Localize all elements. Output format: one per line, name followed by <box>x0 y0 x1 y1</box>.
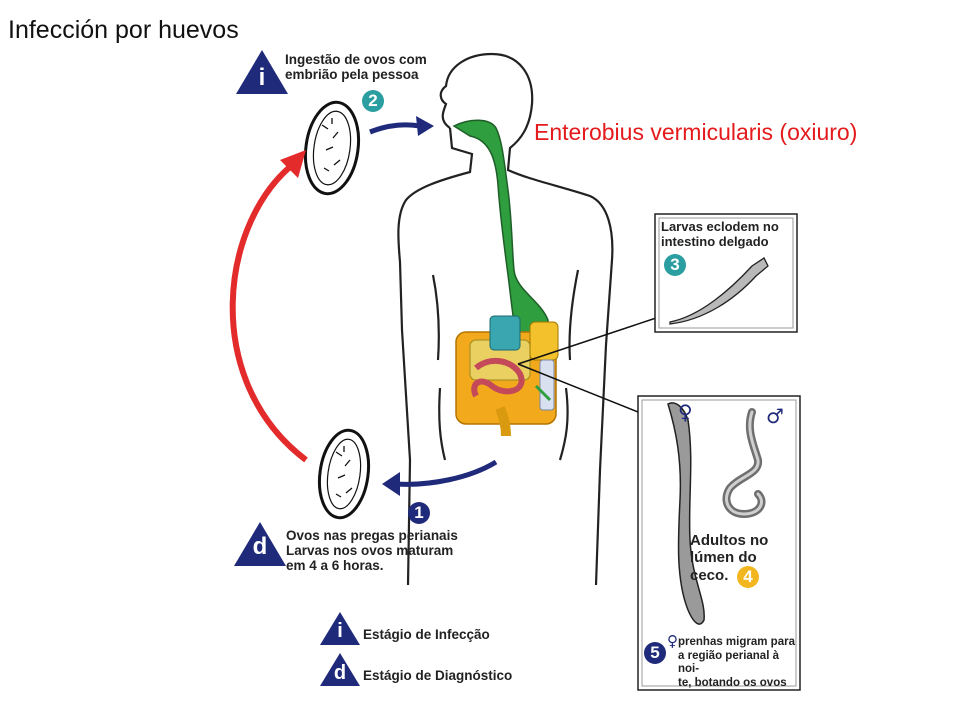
ingestion-arrow-head <box>416 116 434 136</box>
step-1-line-2: Larvas nos ovos maturam <box>286 543 454 559</box>
stage-letter-d: d <box>252 533 268 560</box>
legend-diagnostic-triangle <box>320 653 360 686</box>
step-3-line-1: Larvas eclodem no <box>661 219 779 234</box>
female-worm <box>667 402 705 625</box>
step-2-line-1: Ingestão de ovos com <box>285 52 427 67</box>
infection-stage-marker <box>236 50 288 94</box>
ingestion-arrow <box>369 122 421 135</box>
step-5-label: prenhas migram para a região perianal à … <box>678 636 798 690</box>
egg-perianal <box>317 428 371 520</box>
step-1-line-3: em 4 a 6 horas. <box>286 558 384 574</box>
step-5-line-1: prenhas migram para <box>678 636 795 648</box>
step-2-line-2: embrião pela pessoa <box>285 67 419 83</box>
step-4-badge: 4 <box>737 566 759 588</box>
step-2-badge: 2 <box>362 90 384 112</box>
slide-title: Infección por huevos <box>8 16 239 44</box>
larva-worm <box>669 257 769 325</box>
pointer-line-to-larvae-panel <box>517 317 657 365</box>
male-symbol: ♂ <box>766 404 784 428</box>
red-transmission-arrow <box>229 159 308 463</box>
step-4-line-2: lúmen do <box>690 549 757 567</box>
step-5-badge: 5 <box>644 642 666 664</box>
organism-title: Enterobius vermicularis (oxiuro) <box>534 119 858 145</box>
step-4-line-1: Adultos no <box>690 532 769 549</box>
esophagus-stomach <box>452 119 549 354</box>
step-5-line-2: a região perianal à noi- <box>678 649 779 676</box>
step-5-female-symbol: ♀ <box>667 632 678 650</box>
step-1-label: Ovos nas pregas perianais Larvas nos ovo… <box>286 528 506 573</box>
step-1-line-1: Ovos nas pregas perianais <box>286 528 458 543</box>
intestines <box>455 315 559 437</box>
step-4-line-3: ceco. <box>690 566 729 584</box>
legend-diagnostic-label: Estágio de Diagnóstico <box>363 668 513 683</box>
egg-ingested <box>303 100 361 196</box>
legend-letter-i: i <box>337 620 343 642</box>
deposition-arrow-head <box>382 472 400 496</box>
female-symbol: ♀ <box>678 400 693 424</box>
step-1-badge: 1 <box>408 502 430 524</box>
human-body-outline <box>397 52 614 586</box>
stage-letter-i: i <box>258 64 266 91</box>
legend-infection-label: Estágio de Infecção <box>363 627 490 642</box>
adults-panel <box>637 395 801 691</box>
digestive-tract <box>452 119 549 354</box>
step-2-label: Ingestão de ovos com embrião pela pessoa <box>285 52 475 82</box>
deposition-arrow <box>395 459 498 487</box>
step-5-line-3: te, botando os ovos <box>678 676 787 689</box>
pointer-line-to-adults-panel <box>517 363 639 413</box>
red-arrow-head <box>280 150 306 178</box>
legend-letter-d: d <box>333 662 347 684</box>
step-3-badge: 3 <box>664 254 686 276</box>
diagnostic-stage-marker <box>234 522 286 566</box>
step-3-line-2: intestino delgado <box>661 233 769 249</box>
step-3-label: Larvas eclodem no intestino delgado <box>661 219 796 249</box>
legend-infection-triangle <box>320 612 360 645</box>
step-4-label: Adultos no lúmen do ceco. <box>690 532 790 584</box>
